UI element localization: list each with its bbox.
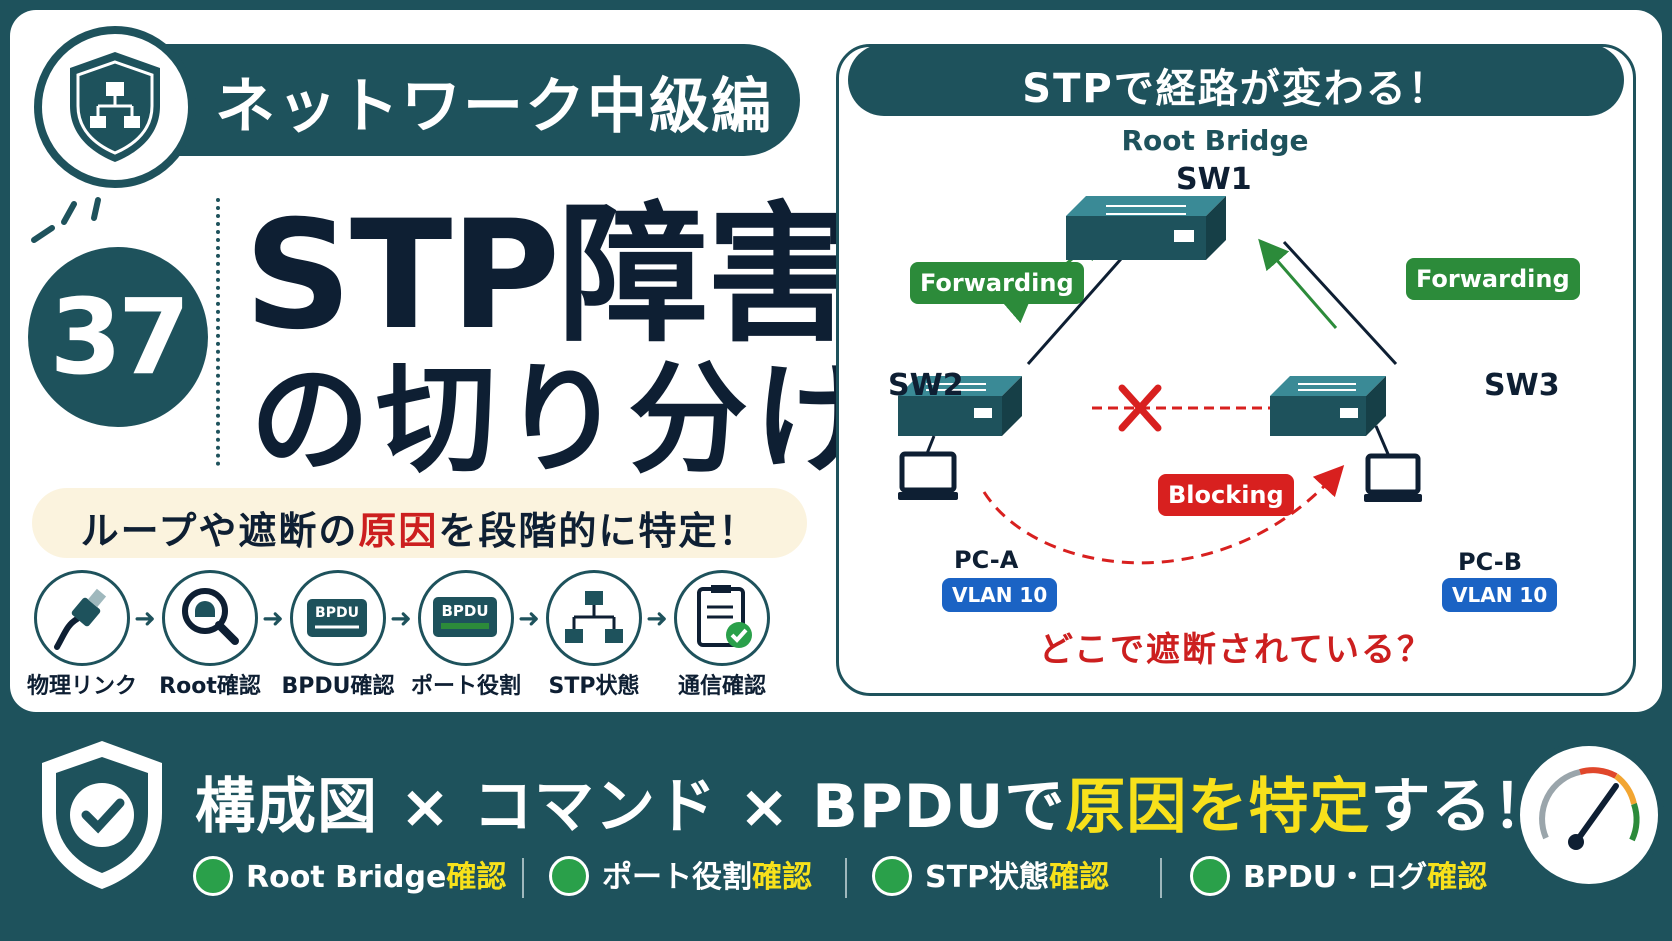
switch-sw1-icon bbox=[1066, 196, 1226, 260]
root-bridge-label: Root Bridge bbox=[1121, 124, 1309, 157]
speed-gauge-icon bbox=[1514, 740, 1664, 890]
pc-a-label: PC-A bbox=[954, 546, 1019, 574]
subtitle-highlight: 原因 bbox=[358, 509, 439, 553]
bpdu-card-icon: BPDU bbox=[418, 570, 514, 666]
bottom-headline: 構成図 × コマンド × BPDUで原因を特定する！ bbox=[195, 758, 1553, 845]
emphasis-lines-icon bbox=[31, 197, 101, 243]
headline-highlight: 原因を特定 bbox=[1065, 772, 1371, 842]
magnifier-icon bbox=[162, 570, 258, 666]
bpdu-card-text: BPDU bbox=[441, 602, 488, 620]
check-item-text: BPDU・ログ bbox=[1243, 860, 1428, 895]
series-title: ネットワーク中級編 bbox=[215, 72, 773, 142]
main-title-line2: の切り分け bbox=[250, 351, 880, 490]
vlan-badge-a: VLAN 10 bbox=[942, 578, 1058, 612]
check-item: ポート役割確認 bbox=[602, 852, 812, 896]
episode-number-badge bbox=[28, 247, 208, 427]
step-label: STP状態 bbox=[548, 674, 640, 699]
series-banner bbox=[100, 44, 800, 156]
forwarding-arrow-right bbox=[1258, 238, 1338, 329]
network-shield-icon bbox=[34, 26, 196, 188]
check-icon bbox=[193, 856, 233, 896]
arrow-right-icon: ➜ bbox=[518, 604, 540, 634]
alternate-path-arrow bbox=[982, 464, 1345, 565]
main-title-line1: STP障害 bbox=[244, 189, 856, 363]
check-item-highlight: 確認 bbox=[752, 860, 812, 895]
switch-sw2-icon bbox=[898, 376, 1022, 436]
bpdu-card-icon: BPDU bbox=[290, 570, 386, 666]
blocking-badge: Blocking bbox=[1158, 474, 1294, 516]
topology-icon bbox=[546, 570, 642, 666]
cable-icon bbox=[34, 570, 130, 666]
arrow-right-icon: ➜ bbox=[390, 604, 412, 634]
vlan-badge-b: VLAN 10 bbox=[1442, 578, 1558, 612]
step-label: 物理リンク bbox=[26, 674, 137, 699]
check-icon bbox=[549, 856, 589, 896]
check-item: Root Bridge確認 bbox=[246, 852, 506, 896]
dotted-divider bbox=[216, 198, 220, 466]
check-item: BPDU・ログ確認 bbox=[1243, 852, 1487, 896]
check-item-highlight: 確認 bbox=[1049, 860, 1110, 895]
sw2-label: SW2 bbox=[888, 368, 964, 403]
arrow-right-icon: ➜ bbox=[646, 604, 668, 634]
check-icon bbox=[1190, 856, 1230, 896]
clipboard-check-icon bbox=[674, 570, 770, 666]
subtitle: ループや遮断の原因を段階的に特定！ bbox=[32, 500, 807, 555]
step-label: BPDU確認 bbox=[281, 674, 395, 699]
check-item-text: Root Bridge bbox=[246, 860, 447, 895]
diagram-title-banner bbox=[848, 44, 1624, 116]
pc-b-icon bbox=[1364, 453, 1422, 502]
diagram-question: どこで遮断されている？ bbox=[1039, 630, 1433, 670]
subtitle-text: ループや遮断の bbox=[80, 509, 359, 553]
diagram-title: STPで経路が変わる！ bbox=[1022, 66, 1450, 112]
step-label: 通信確認 bbox=[677, 674, 766, 699]
episode-number: 37 bbox=[49, 276, 191, 398]
check-item: STP状態確認 bbox=[925, 852, 1109, 896]
check-item-highlight: 確認 bbox=[1427, 860, 1488, 895]
forwarding-badge-right: Forwarding bbox=[1406, 258, 1580, 300]
pc-b-label: PC-B bbox=[1458, 548, 1523, 576]
separator bbox=[522, 858, 524, 898]
subtitle-text-end: を段階的に特定！ bbox=[438, 509, 759, 553]
arrow-right-icon: ➜ bbox=[262, 604, 284, 634]
blocked-x-icon bbox=[1118, 384, 1162, 432]
headline-text: 構成図 × コマンド × BPDUで bbox=[195, 772, 1066, 842]
step-label: Root確認 bbox=[159, 674, 261, 699]
step-label: ポート役割 bbox=[410, 674, 521, 699]
sw3-label: SW3 bbox=[1484, 368, 1560, 403]
check-item-text: ポート役割 bbox=[602, 860, 752, 895]
check-item-text: STP状態 bbox=[925, 860, 1050, 895]
separator bbox=[1160, 858, 1162, 898]
check-item-highlight: 確認 bbox=[446, 860, 507, 895]
link-sw1-sw3 bbox=[1282, 240, 1398, 366]
bpdu-card-text: BPDU bbox=[315, 605, 359, 621]
sw1-label: SW1 bbox=[1176, 162, 1252, 197]
subtitle-box bbox=[32, 488, 807, 558]
separator bbox=[845, 858, 847, 898]
shield-check-icon bbox=[42, 741, 162, 889]
pc-a-icon bbox=[898, 451, 958, 500]
stp-topology-diagram bbox=[898, 196, 1422, 565]
forwarding-badge-left: Forwarding bbox=[910, 262, 1084, 304]
switch-sw3-icon bbox=[1270, 376, 1386, 436]
arrow-right-icon: ➜ bbox=[134, 604, 156, 634]
check-icon bbox=[872, 856, 912, 896]
